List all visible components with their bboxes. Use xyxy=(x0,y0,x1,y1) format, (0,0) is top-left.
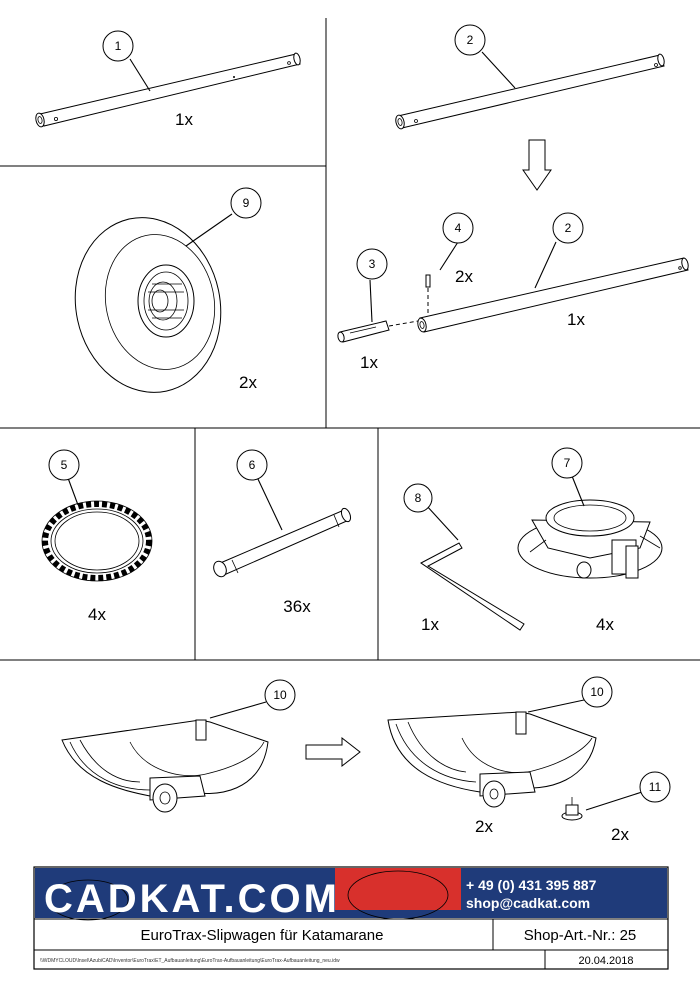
part-9-wheel xyxy=(74,213,233,393)
callout-11-number: 11 xyxy=(649,780,662,794)
right-arrow-icon xyxy=(305,736,361,768)
part-2-tube xyxy=(395,51,665,130)
part-2-quantity: 1x xyxy=(567,310,585,329)
callout-2-bottom: 2 xyxy=(552,212,584,244)
callout-4: 4 xyxy=(442,212,474,244)
callout-1-number: 1 xyxy=(115,39,122,53)
part-3-quantity: 1x xyxy=(360,353,378,372)
callout-6: 6 xyxy=(236,449,268,481)
callout-2-top: 2 xyxy=(454,24,486,56)
callout-7: 7 xyxy=(551,447,583,479)
part-8-hex-key xyxy=(420,504,525,631)
callout-10-right: 10 xyxy=(581,676,613,708)
callout-1: 1 xyxy=(102,30,134,62)
callout-4-number: 4 xyxy=(455,221,462,235)
callout-10-left-number: 10 xyxy=(273,688,287,702)
logo-text: CADKAT.COM xyxy=(44,877,340,921)
callout-3-number: 3 xyxy=(369,257,376,271)
part-9-quantity: 2x xyxy=(239,373,257,392)
contact-email: shop@cadkat.com xyxy=(466,895,590,911)
part-8-quantity: 1x xyxy=(421,615,439,634)
callout-9: 9 xyxy=(230,187,262,219)
document-date: 20.04.2018 xyxy=(578,955,633,967)
callout-5-number: 5 xyxy=(61,458,68,472)
part-1-tube xyxy=(35,52,301,128)
callout-8: 8 xyxy=(403,483,433,513)
part-6-axle-pin xyxy=(213,476,352,578)
callout-6-number: 6 xyxy=(249,458,256,472)
down-arrow-icon xyxy=(522,139,552,191)
part-6-quantity: 36x xyxy=(283,597,311,616)
part-11-quantity: 2x xyxy=(611,825,629,844)
callout-7-number: 7 xyxy=(564,456,571,470)
callout-11: 11 xyxy=(639,771,671,803)
title-block: CADKAT.COM + 49 (0) 431 395 887 shop@cad… xyxy=(33,866,669,970)
article-number: Shop-Art.-Nr.: 25 xyxy=(524,927,637,944)
part-10-cradle-right xyxy=(387,699,597,808)
document-title: EuroTrax-Slipwagen für Katamarane xyxy=(141,927,384,944)
part-5-toothed-washer xyxy=(41,477,153,582)
part-10-quantity: 2x xyxy=(475,817,493,836)
part-4-quantity: 2x xyxy=(455,267,473,286)
part-5-quantity: 4x xyxy=(88,605,106,624)
callout-5: 5 xyxy=(48,449,80,481)
part-10-cradle-left xyxy=(61,701,269,813)
callout-2-bottom-number: 2 xyxy=(565,221,572,235)
callout-3: 3 xyxy=(356,248,388,280)
part-1-quantity: 1x xyxy=(175,110,193,129)
callout-9-number: 9 xyxy=(243,196,250,210)
part-2-tube-assembly xyxy=(337,241,689,343)
callout-8-number: 8 xyxy=(415,491,422,505)
part-7-clamp-housing xyxy=(517,475,663,579)
file-path: \\WDMYCLOUD\Insel\AzubiCAD\Inventor\Euro… xyxy=(40,958,340,964)
logo-red-accent xyxy=(335,868,461,910)
contact-phone: + 49 (0) 431 395 887 xyxy=(466,877,597,893)
callout-10-right-number: 10 xyxy=(590,685,604,699)
part-11-bolt xyxy=(561,791,643,821)
callout-10-left: 10 xyxy=(264,679,296,711)
part-7-quantity: 4x xyxy=(596,615,614,634)
callout-2-top-number: 2 xyxy=(467,33,474,47)
panel-grid xyxy=(0,18,700,661)
